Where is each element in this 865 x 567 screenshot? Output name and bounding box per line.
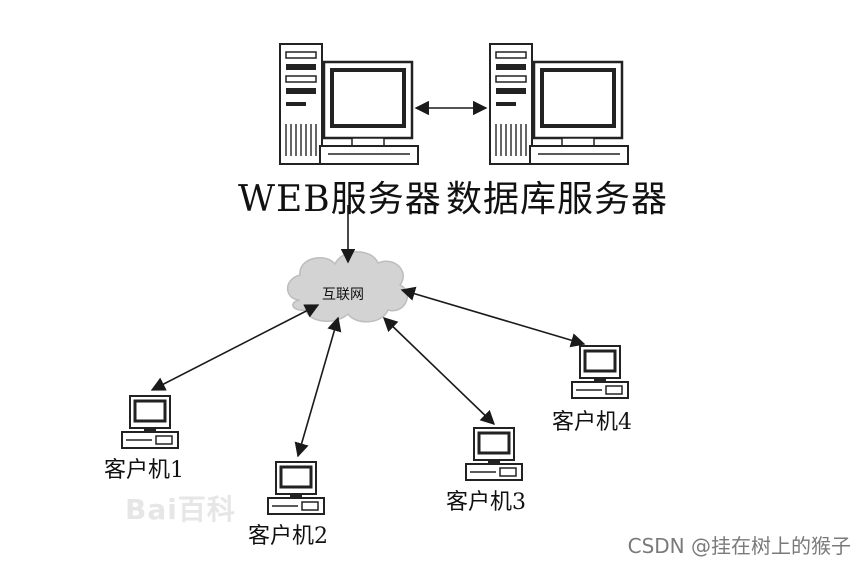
client2-icon <box>266 460 326 516</box>
client1-label: 客户机1 <box>104 458 184 483</box>
edge-internet-client1 <box>150 304 320 391</box>
client4-icon <box>570 344 630 400</box>
client3-label: 客户机3 <box>446 490 526 515</box>
client2-label: 客户机2 <box>248 524 328 549</box>
db-server-label: 数据库服务器 <box>446 179 669 220</box>
edge-internet-client3 <box>382 317 496 425</box>
edge-internet-client4 <box>400 286 586 348</box>
client1-icon <box>120 394 180 450</box>
database-server-icon <box>488 42 630 166</box>
client3-icon <box>464 426 524 482</box>
client4-label: 客户机4 <box>552 410 632 435</box>
internet-label: 互联网 <box>322 287 364 303</box>
edge-internet-client2 <box>294 316 342 458</box>
csdn-watermark: CSDN @挂在树上的猴子 <box>627 534 851 558</box>
web-server-icon <box>278 42 420 166</box>
web-server-label: WEB服务器 <box>238 179 442 220</box>
baidu-watermark: Bai百科 <box>125 493 236 526</box>
